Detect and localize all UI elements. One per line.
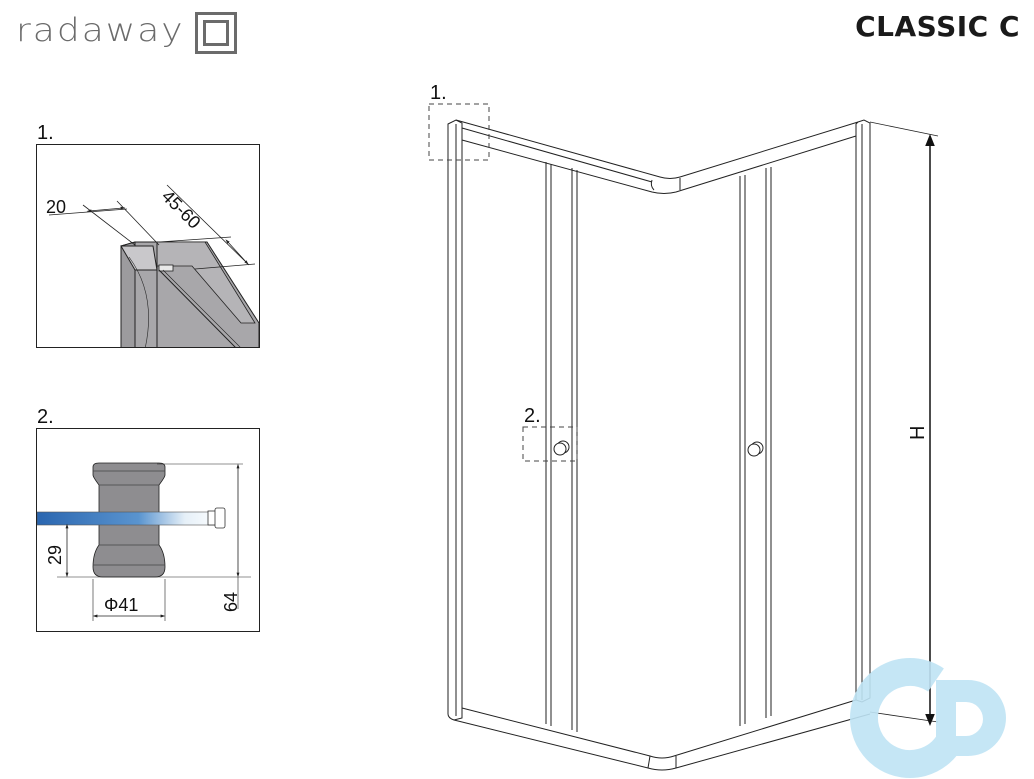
- brand-square-icon: [194, 12, 237, 54]
- detail-2-number: 2.: [37, 406, 54, 428]
- detail-1-number: 1.: [37, 122, 54, 144]
- dim-height-label: H: [907, 425, 929, 440]
- model-title: CLASSIC C: [855, 10, 1020, 43]
- brand-name: radaway: [16, 12, 185, 49]
- top-profile-drawing: [48, 184, 259, 347]
- dim-knob-diameter: Φ41: [104, 595, 139, 615]
- dim-height-above-glass: 29: [45, 544, 65, 565]
- detail-2-box: [36, 428, 260, 632]
- callout-1-label: 1.: [430, 82, 447, 104]
- knob-drawing: [37, 462, 251, 621]
- dim-total-height: 64: [221, 591, 241, 612]
- callout-2-label: 2.: [524, 405, 541, 427]
- dim-profile-width: 20: [46, 197, 67, 217]
- brand-logo: radaway: [16, 10, 237, 54]
- detail-1-box: [36, 144, 260, 348]
